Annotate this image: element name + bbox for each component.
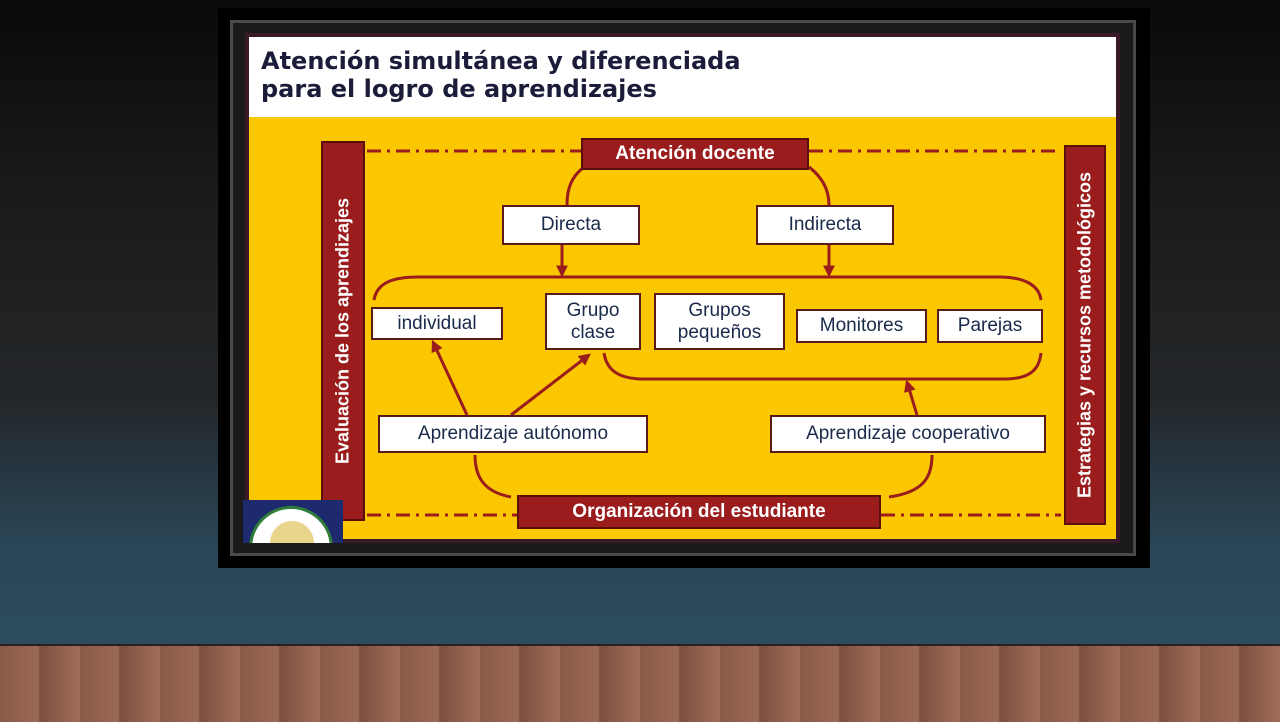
diagram-connectors bbox=[367, 149, 1061, 517]
autonomo-to-individual-arrow bbox=[431, 339, 469, 416]
grupo-clase-box: Grupo clase bbox=[545, 293, 641, 350]
slide-header: Atención simultánea y diferenciada para … bbox=[249, 37, 1116, 117]
directa-box: Directa bbox=[502, 205, 640, 245]
parejas-box: Parejas bbox=[937, 309, 1043, 343]
education-management-seal-icon bbox=[243, 500, 343, 543]
wooden-floor bbox=[0, 644, 1280, 722]
top-curve-left bbox=[565, 165, 585, 206]
right-bar: Estrategias y recursos metodológicos bbox=[1064, 145, 1106, 525]
bottom-curve-right bbox=[888, 454, 934, 499]
indirecta-box: Indirecta bbox=[756, 205, 894, 245]
monitores-box: Monitores bbox=[796, 309, 927, 343]
individual-box: individual bbox=[371, 307, 503, 340]
slide-title-line-2: para el logro de aprendizajes bbox=[261, 75, 657, 103]
seal-ring bbox=[249, 506, 333, 543]
grupo-clase-line-1: Grupo bbox=[566, 299, 620, 321]
grupo-clase-line-2: clase bbox=[570, 321, 616, 343]
cooperativo-arrow bbox=[904, 379, 919, 416]
slide-title-line-1: Atención simultánea y diferenciada bbox=[261, 47, 741, 75]
aprendizaje-cooperativo-box: Aprendizaje cooperativo bbox=[770, 415, 1046, 453]
groups-top-bracket bbox=[372, 275, 1043, 301]
seal-center bbox=[270, 521, 314, 543]
top-curve-right bbox=[808, 165, 831, 206]
bottom-bar: Organización del estudiante bbox=[517, 495, 881, 529]
right-bar-label: Estrategias y recursos metodológicos bbox=[1074, 171, 1095, 499]
slide: Atención simultánea y diferenciada para … bbox=[245, 33, 1120, 543]
autonomo-to-grupo-clase-arrow bbox=[510, 353, 591, 417]
top-bar: Atención docente bbox=[581, 138, 809, 170]
grupos-pequenos-line-1: Grupos bbox=[688, 299, 751, 321]
grupos-pequenos-box: Grupos pequeños bbox=[654, 293, 785, 350]
left-bar-label: Evaluación de los aprendizajes bbox=[332, 197, 353, 465]
aprendizaje-autonomo-box: Aprendizaje autónomo bbox=[378, 415, 648, 453]
left-bar: Evaluación de los aprendizajes bbox=[321, 141, 365, 521]
groups-bottom-bracket bbox=[602, 352, 1043, 381]
slide-title: Atención simultánea y diferenciada para … bbox=[261, 47, 741, 103]
bottom-curve-left bbox=[473, 454, 512, 499]
grupos-pequenos-line-2: pequeños bbox=[677, 321, 762, 343]
